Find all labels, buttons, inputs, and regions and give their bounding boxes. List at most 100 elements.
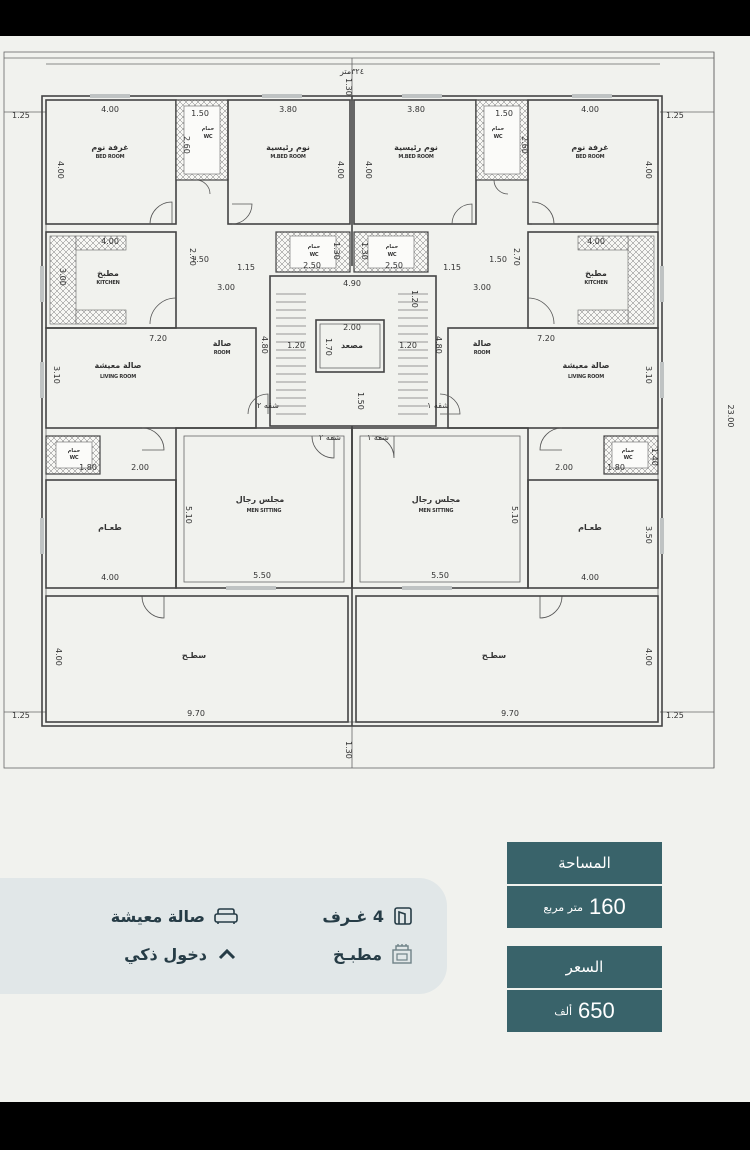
svg-text:1.50: 1.50 xyxy=(191,109,209,118)
svg-text:MEN SITTING: MEN SITTING xyxy=(247,508,282,514)
svg-text:4.00: 4.00 xyxy=(581,573,599,582)
svg-text:5.10: 5.10 xyxy=(510,506,519,524)
svg-text:4.00: 4.00 xyxy=(644,648,653,666)
svg-text:صالة معيشة: صالة معيشة xyxy=(562,361,609,370)
area-unit: متر مربع xyxy=(543,900,583,914)
svg-text:M.BED ROOM: M.BED ROOM xyxy=(270,154,306,160)
area-title: المساحة xyxy=(507,842,662,884)
feature-kitchen: مطبـخ xyxy=(333,942,414,966)
side-offset-br: 1.25 xyxy=(666,711,684,720)
svg-text:4.00: 4.00 xyxy=(587,237,605,246)
svg-text:WC: WC xyxy=(310,252,319,258)
svg-text:حمام: حمام xyxy=(622,448,635,454)
svg-text:صالة معيشة: صالة معيشة xyxy=(94,361,141,370)
room-master-right: نوم رئيسية M.BED ROOM 3.80 4.00 xyxy=(353,99,477,225)
svg-text:نوم رئيسية: نوم رئيسية xyxy=(266,143,310,152)
svg-text:سطـح: سطـح xyxy=(182,651,206,660)
svg-text:9.70: 9.70 xyxy=(187,709,205,718)
svg-text:4.00: 4.00 xyxy=(644,161,653,179)
svg-text:3.50: 3.50 xyxy=(644,526,653,544)
svg-text:4.00: 4.00 xyxy=(54,648,63,666)
svg-text:1.80: 1.80 xyxy=(79,463,97,472)
svg-text:1.15: 1.15 xyxy=(443,263,461,272)
room-bed-right: غرفة نوم BED ROOM 4.00 4.00 xyxy=(527,99,659,225)
svg-text:1.20: 1.20 xyxy=(410,290,419,308)
svg-text:WC: WC xyxy=(624,455,633,461)
stair-steps-right xyxy=(398,293,428,415)
svg-text:1.80: 1.80 xyxy=(607,463,625,472)
svg-text:4.00: 4.00 xyxy=(101,105,119,114)
svg-text:2.00: 2.00 xyxy=(343,323,361,332)
svg-text:1.50: 1.50 xyxy=(356,392,365,410)
svg-text:سطـح: سطـح xyxy=(482,651,506,660)
svg-text:WC: WC xyxy=(388,252,397,258)
svg-text:1.70: 1.70 xyxy=(324,338,333,356)
kitchen-right: مطبخ KITCHEN 4.00 xyxy=(527,231,659,329)
svg-text:4.00: 4.00 xyxy=(56,161,65,179)
svg-text:4.00: 4.00 xyxy=(581,105,599,114)
svg-text:حمام: حمام xyxy=(202,126,215,132)
svg-text:2.00: 2.00 xyxy=(555,463,573,472)
svg-text:غرفة نوم: غرفة نوم xyxy=(91,143,128,152)
kitchen-left: مطبخ KITCHEN 4.00 3.00 xyxy=(45,231,177,329)
men-sitting-left: مجلس رجال MEN SITTING 5.50 5.10 xyxy=(175,427,353,589)
wc-mid-right: حمام WC 2.50 1.30 xyxy=(353,231,429,273)
svg-text:حمام: حمام xyxy=(308,244,321,250)
svg-text:مجلس رجال: مجلس رجال xyxy=(236,495,284,505)
svg-text:M.BED ROOM: M.BED ROOM xyxy=(398,154,434,160)
area-value: 160 xyxy=(588,894,626,919)
svg-text:حمام: حمام xyxy=(492,126,505,132)
windows xyxy=(40,94,664,590)
svg-text:2.70: 2.70 xyxy=(188,248,197,266)
svg-text:1.50: 1.50 xyxy=(191,255,209,264)
apt2-label-lower: شقه ٢ xyxy=(319,433,341,442)
svg-text:حمام: حمام xyxy=(68,448,81,454)
svg-text:BED ROOM: BED ROOM xyxy=(576,154,605,160)
svg-text:1.30: 1.30 xyxy=(332,242,341,260)
roof-right: سطـح 9.70 4.00 xyxy=(355,595,659,723)
svg-text:WC: WC xyxy=(70,455,79,461)
living-left: صالة معيشة LIVING ROOM 7.20 3.10 صالة RO… xyxy=(45,327,257,429)
apt2-label-upper: شقه ٢ xyxy=(257,401,279,410)
svg-text:3.00: 3.00 xyxy=(473,283,491,292)
svg-text:2.70: 2.70 xyxy=(512,248,521,266)
screen: ٣٢٤متر 23.00 1.30 1.30 1.25 1.25 1.25 1.… xyxy=(0,36,750,1102)
men-sitting-right: مجلس رجال MEN SITTING 5.50 5.10 xyxy=(351,427,529,589)
svg-text:3.10: 3.10 xyxy=(644,366,653,384)
svg-text:مصعد: مصعد xyxy=(341,341,363,350)
svg-text:1.30: 1.30 xyxy=(360,242,369,260)
svg-text:1.40: 1.40 xyxy=(650,448,659,466)
svg-text:2.50: 2.50 xyxy=(385,261,403,270)
svg-text:2.50: 2.50 xyxy=(303,261,321,270)
svg-text:KITCHEN: KITCHEN xyxy=(96,280,119,286)
svg-text:3.00: 3.00 xyxy=(58,268,67,286)
stair-core: 4.90 4.80 4.80 1.20 1.50 xyxy=(260,275,443,427)
feature-rooms: 4 غـرف xyxy=(322,904,414,928)
side-offset-bl: 1.25 xyxy=(12,711,30,720)
total-width-label: ٣٢٤متر xyxy=(339,67,364,76)
svg-text:2.60: 2.60 xyxy=(182,136,191,154)
svg-text:مطبخ: مطبخ xyxy=(585,269,607,278)
height-label: 23.00 xyxy=(726,405,735,428)
svg-text:9.70: 9.70 xyxy=(501,709,519,718)
wc-top-left: حمام WC 1.50 2.60 xyxy=(175,99,229,181)
svg-text:KITCHEN: KITCHEN xyxy=(584,280,607,286)
floor-plan: ٣٢٤متر 23.00 1.30 1.30 1.25 1.25 1.25 1.… xyxy=(3,51,735,769)
price-value-row: 650 ألف xyxy=(507,988,662,1032)
svg-text:WC: WC xyxy=(204,134,213,140)
room-bed-left: غرفة نوم BED ROOM 4.00 4.00 xyxy=(45,99,177,225)
svg-text:4.80: 4.80 xyxy=(434,336,443,354)
wc-top-right: حمام WC 1.50 2.60 xyxy=(475,99,529,181)
roof-left: سطـح 9.70 4.00 xyxy=(45,595,349,723)
elevator: مصعد 2.00 1.70 1.20 1.20 xyxy=(287,319,417,373)
svg-text:3.80: 3.80 xyxy=(407,105,425,114)
chevron-up-icon xyxy=(218,948,236,960)
svg-text:صالة: صالة xyxy=(213,339,232,348)
svg-text:7.20: 7.20 xyxy=(149,334,167,343)
svg-text:1.20: 1.20 xyxy=(399,341,417,350)
wc-low-left: حمام WC 1.80 2.00 xyxy=(45,435,149,475)
svg-text:4.00: 4.00 xyxy=(101,573,119,582)
svg-text:3.00: 3.00 xyxy=(217,283,235,292)
svg-text:ROOM: ROOM xyxy=(214,350,231,356)
svg-text:5.50: 5.50 xyxy=(253,571,271,580)
